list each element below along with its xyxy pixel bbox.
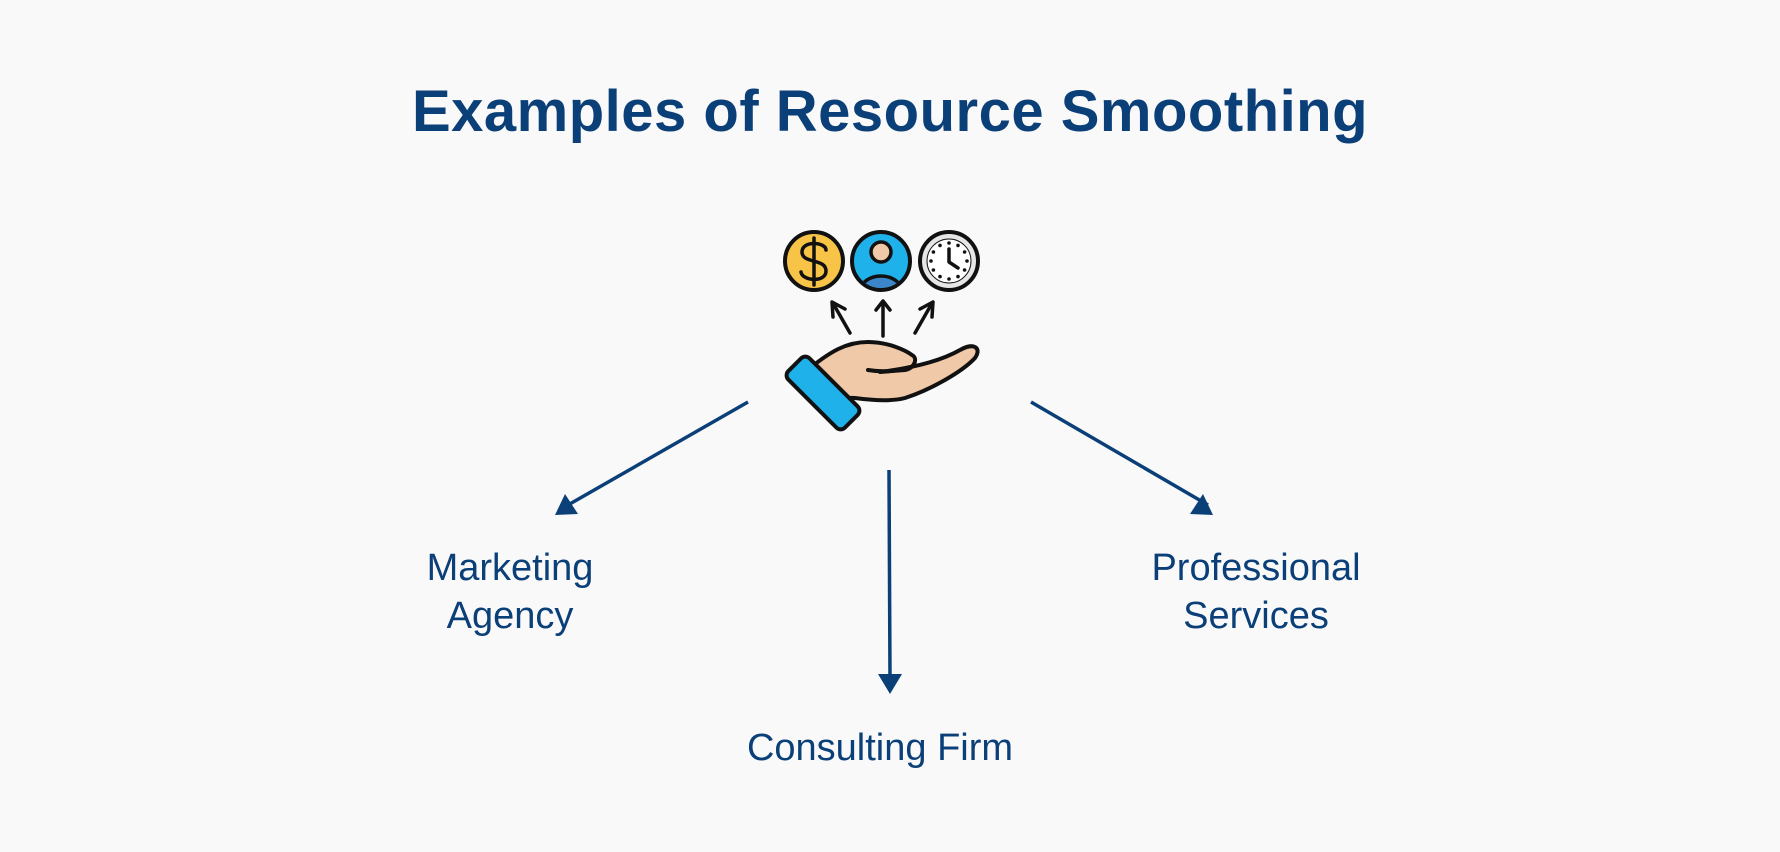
arrowhead-professional (1190, 494, 1213, 515)
arrowhead-marketing (555, 494, 578, 515)
branch-label-line: Professional (1151, 547, 1361, 589)
branch-label-consulting-firm: Consulting Firm (665, 724, 1095, 772)
person-icon (850, 230, 912, 292)
clock-icon (918, 230, 980, 292)
hand-icon (784, 340, 980, 432)
connector-professional (1030, 400, 1213, 515)
branch-label-line: Marketing (426, 547, 594, 589)
arrowhead-consulting (878, 674, 902, 694)
branch-label-line: Services (1183, 595, 1329, 637)
branch-label-professional-services: Professional Services (1106, 544, 1406, 640)
branch-label-line: Consulting Firm (746, 727, 1014, 769)
diagram-title: Examples of Resource Smoothing (411, 79, 1369, 144)
up-arrows-icon (830, 299, 935, 338)
branch-label-marketing-agency: Marketing Agency (360, 544, 660, 640)
connector-marketing (555, 400, 749, 515)
connector-consulting (878, 469, 902, 694)
branch-label-line: Agency (446, 595, 574, 637)
dollar-coin-icon (783, 230, 845, 292)
resource-hand-icon (783, 230, 980, 432)
